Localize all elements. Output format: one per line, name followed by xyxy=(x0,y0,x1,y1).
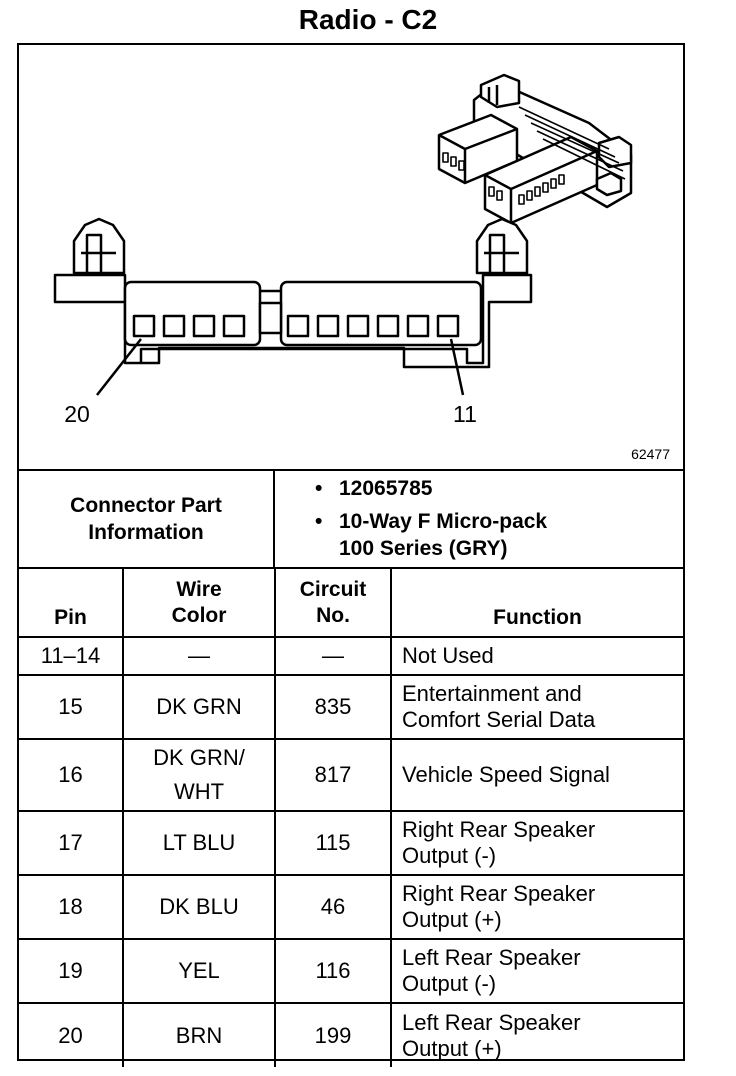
connector-diagram: 20 11 62477 xyxy=(53,73,670,462)
pin-cell: 11–14 xyxy=(19,636,124,676)
function-cell: Left Rear Speaker Output (+) xyxy=(390,1002,683,1067)
pin-cell: 20 xyxy=(19,1002,124,1067)
connector-sheet: 20 11 62477 Connector Part Information 1… xyxy=(17,43,685,1067)
header-circuit-no: Circuit No. xyxy=(274,569,392,638)
circuit-cell: 817 xyxy=(274,738,392,812)
pin-cell: 15 xyxy=(19,674,124,740)
function-cell: Right Rear Speaker Output (-) xyxy=(390,810,683,876)
table-row: 17 LT BLU 115 Right Rear Speaker Output … xyxy=(19,810,683,876)
wire-color-cell: BRN xyxy=(122,1002,276,1067)
function-cell: Vehicle Speed Signal xyxy=(390,738,683,812)
pin-label-20: 20 xyxy=(64,401,90,427)
wire-color-cell: DK GRN/ WHT xyxy=(122,738,276,812)
pinout-table: Pin Wire Color Circuit No. Function 11–1… xyxy=(19,569,683,1067)
table-row: 11–14 — — Not Used xyxy=(19,636,683,676)
connector-info-label: Connector Part Information xyxy=(19,471,275,567)
table-row: 16 DK GRN/ WHT 817 Vehicle Speed Signal xyxy=(19,738,683,812)
table-row: 15 DK GRN 835 Entertainment and Comfort … xyxy=(19,674,683,740)
pin-label-11: 11 xyxy=(453,401,477,427)
circuit-cell: — xyxy=(274,636,392,676)
function-cell: Right Rear Speaker Output (+) xyxy=(390,874,683,940)
table-row: 19 YEL 116 Left Rear Speaker Output (-) xyxy=(19,938,683,1004)
table-row: 20 BRN 199 Left Rear Speaker Output (+) xyxy=(19,1002,683,1067)
pin-cell: 19 xyxy=(19,938,124,1004)
circuit-cell: 115 xyxy=(274,810,392,876)
connector-front-view xyxy=(53,217,533,369)
connector-info-list: 12065785 10-Way F Micro-pack 100 Series … xyxy=(275,471,683,571)
circuit-cell: 46 xyxy=(274,874,392,940)
wire-color-cell: DK BLU xyxy=(122,874,276,940)
circuit-cell: 199 xyxy=(274,1002,392,1067)
table-header-row: Pin Wire Color Circuit No. Function xyxy=(19,569,683,638)
pin-cell: 17 xyxy=(19,810,124,876)
figure-number: 62477 xyxy=(631,446,670,462)
header-pin: Pin xyxy=(19,569,124,638)
circuit-cell: 116 xyxy=(274,938,392,1004)
header-wire-color: Wire Color xyxy=(122,569,276,638)
wire-color-cell: DK GRN xyxy=(122,674,276,740)
function-cell: Entertainment and Comfort Serial Data xyxy=(390,674,683,740)
circuit-cell: 835 xyxy=(274,674,392,740)
connector-part-info: Connector Part Information 12065785 10-W… xyxy=(19,469,683,569)
pin-11-leader xyxy=(449,338,465,396)
pin-cell: 16 xyxy=(19,738,124,812)
page-title: Radio - C2 xyxy=(298,4,438,35)
wire-color-cell: — xyxy=(122,636,276,676)
part-number: 12065785 xyxy=(275,475,683,502)
function-cell: Not Used xyxy=(390,636,683,676)
function-cell: Left Rear Speaker Output (-) xyxy=(390,938,683,1004)
connector-3d-icon xyxy=(437,73,633,225)
wire-color-cell: LT BLU xyxy=(122,810,276,876)
pin-20-leader xyxy=(96,338,142,396)
table-row: 18 DK BLU 46 Right Rear Speaker Output (… xyxy=(19,874,683,940)
connector-type: 10-Way F Micro-pack 100 Series (GRY) xyxy=(275,508,683,562)
wire-color-cell: YEL xyxy=(122,938,276,1004)
header-function: Function xyxy=(390,569,683,638)
pin-cell: 18 xyxy=(19,874,124,940)
